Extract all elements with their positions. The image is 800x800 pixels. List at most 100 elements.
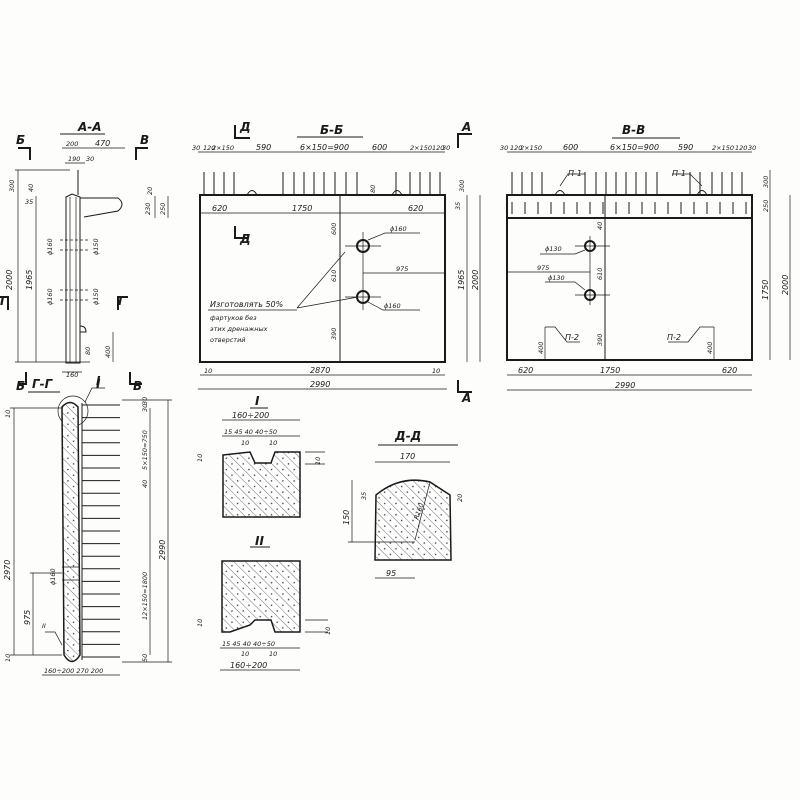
cut-label: Г [0, 294, 9, 308]
dim: 10 [196, 619, 204, 627]
dim: 975 [396, 265, 408, 273]
detail-section [374, 479, 452, 561]
dim: 10 [269, 650, 277, 658]
dim: 610 [596, 268, 604, 280]
dim: 80 [84, 347, 92, 355]
dim: 10 [314, 457, 322, 465]
dim: 2000 [5, 270, 14, 290]
dim: 10 [269, 439, 277, 447]
dim: 610 [330, 270, 338, 282]
dim: 10 [204, 367, 212, 375]
dim: 2990 [310, 380, 330, 389]
dim: 120 [203, 144, 215, 152]
dim: 80 [369, 185, 377, 193]
dim: 200 [66, 140, 78, 148]
dim: 1965 [25, 270, 34, 290]
hole-dim: ϕ160 [384, 302, 401, 310]
panel-mark: П-2 [565, 333, 579, 342]
dim: 300 [458, 180, 466, 192]
dim: 400 [104, 346, 112, 358]
cut-label: В [140, 133, 149, 147]
section-title: Г-Г [32, 377, 54, 391]
dim: 2000 [471, 270, 480, 290]
dim: 1965 [457, 270, 466, 290]
detail-title: II [255, 534, 264, 548]
dim: 10 [196, 454, 204, 462]
dim: 620 [408, 204, 423, 213]
dim: 160÷200 [230, 661, 267, 670]
hole-dim: ϕ130 [545, 245, 562, 253]
cut-label: Г [118, 294, 127, 308]
detail-section [221, 560, 301, 633]
dim: 400 [537, 342, 545, 354]
dim: 30 [442, 144, 450, 152]
dim: 170 [400, 452, 415, 461]
dim: 35 [360, 492, 368, 500]
dim: 10 [432, 367, 440, 375]
dim: 2870 [310, 366, 330, 375]
rebar-outlets [511, 172, 747, 214]
dim: 390 [596, 334, 604, 346]
dim: 2×150 [410, 144, 432, 152]
section-v-v: В-В 30 120 2×150 600 6×150=900 590 2×150… [500, 123, 791, 391]
dim: 620 [722, 366, 737, 375]
dim: 10 [324, 627, 332, 635]
dim: 975 [23, 610, 32, 625]
top-dimension-row: 30 120 2×150 600 6×150=900 590 2×150 120… [500, 143, 756, 152]
cut-label: А [461, 391, 471, 405]
dim: 30 [141, 404, 149, 412]
panel-mark: П-2 [667, 333, 681, 342]
section-title: А-А [77, 120, 102, 134]
section-title: Б-Б [320, 123, 343, 137]
section-title: В-В [622, 123, 645, 137]
dim: 35 [25, 198, 33, 206]
hole-dim: ϕ130 [548, 274, 565, 282]
dim: 30 [192, 144, 200, 152]
top-dimension-row: 30 120 2×150 590 6×150=900 600 2×150 120… [192, 143, 450, 152]
dim: 40 [27, 184, 35, 192]
dim: 30 [748, 144, 756, 152]
section-g-g: Г-Г 2970 10 10 975 ϕ160 II I 30 40 5×150… [3, 377, 172, 676]
dim: 40 [141, 480, 149, 488]
dim: 2×150 [712, 144, 734, 152]
dim: 250 [159, 203, 167, 215]
detail-mark: I [96, 374, 101, 388]
dim: 620 [518, 366, 533, 375]
dim: 6×150=900 [610, 143, 659, 152]
dim: 150 [342, 510, 351, 525]
dim: 30 [500, 144, 508, 152]
section-d-d: Д-Д 170 R160 150 35 20 95 [342, 429, 464, 579]
note-line: отверстий [210, 336, 246, 344]
dim: 400 [706, 342, 714, 354]
hole-dim: ϕ160 [46, 288, 54, 305]
dim: 6×150=900 [300, 143, 349, 152]
section-title: Д-Д [394, 429, 421, 443]
detail-mark: II [42, 622, 46, 630]
dim: 10 [4, 410, 12, 418]
panel-mark: П-1 [568, 169, 582, 178]
dim: 590 [256, 143, 271, 152]
rebar-outlets [203, 172, 441, 195]
note: Изготовлять 50% фартуков без этих дренаж… [208, 300, 297, 344]
note-line: этих дренажных [210, 325, 268, 333]
dim: 2×150 [212, 144, 234, 152]
hole-dim: ϕ150 [92, 238, 100, 255]
dim: 20 [146, 187, 154, 195]
hole-dim: ϕ160 [46, 238, 54, 255]
panel-outline [199, 194, 446, 363]
cut-label: А [461, 120, 471, 134]
dim: 10 [4, 654, 12, 662]
dim: 190 [68, 155, 80, 163]
detail-ii: II 15 45 40 40÷50 10 10 160÷200 10 10 [196, 534, 332, 671]
dim: 160 [66, 371, 78, 379]
panel-section [61, 401, 81, 663]
dim: 470 [95, 139, 110, 148]
dim: 15 45 40 40÷50 [222, 640, 275, 648]
dim: 20 [456, 494, 464, 502]
panel-outline [506, 194, 753, 361]
dim: 300 [762, 176, 770, 188]
dim: 600 [330, 223, 338, 235]
dim: 600 [563, 143, 578, 152]
dim: 2000 [781, 275, 790, 295]
